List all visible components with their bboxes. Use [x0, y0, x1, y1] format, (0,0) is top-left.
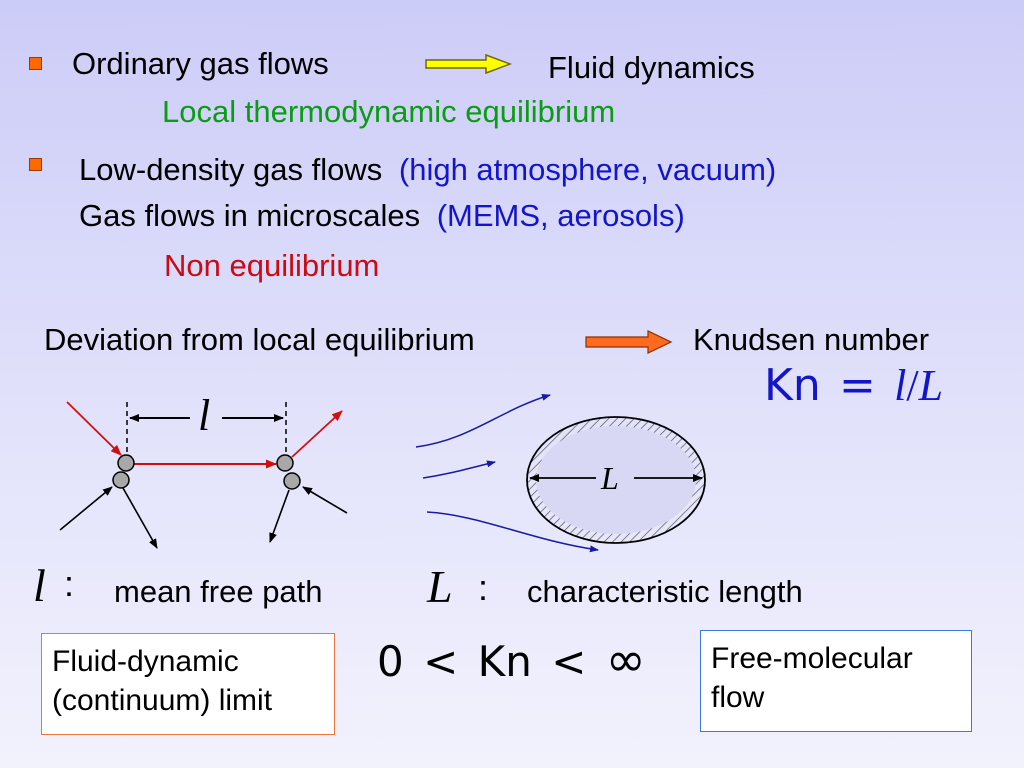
- free-molecular-box: Free-molecular flow: [700, 630, 972, 732]
- kn-range-expression: 0 < Kn < ∞: [377, 636, 646, 684]
- def-l-colon: :: [64, 563, 75, 604]
- range-infinity: ∞: [605, 632, 646, 688]
- bullet-square-icon: [29, 57, 42, 70]
- formula-kn: Kn: [764, 360, 821, 411]
- continuum-box-line1: Fluid-dynamic: [52, 645, 239, 678]
- local-equilibrium-text: Local thermodynamic equilibrium: [162, 94, 616, 129]
- diagram-l-symbol: l: [198, 391, 211, 440]
- microscales-text: Gas flows in microscales (MEMS, aerosols…: [79, 200, 685, 231]
- characteristic-length-text: characteristic length: [527, 574, 803, 609]
- def-l-symbol: l: [33, 560, 46, 611]
- low-density-text: Low-density gas flows (high atmosphere, …: [79, 154, 776, 185]
- formula-slash: /: [906, 361, 919, 410]
- range-lt-1: <: [423, 637, 459, 686]
- non-equilibrium-text: Non equilibrium: [164, 248, 380, 283]
- range-lt-2: <: [551, 637, 587, 686]
- free-molecular-box-line1: Free-molecular: [711, 642, 913, 675]
- mems-label: (MEMS, aerosols): [436, 198, 685, 233]
- high-atmosphere-label: (high atmosphere, vacuum): [398, 152, 777, 187]
- formula-L: L: [918, 361, 944, 410]
- continuum-box-line2: (continuum) limit: [52, 684, 273, 717]
- continuum-limit-box: Fluid-dynamic (continuum) limit: [41, 633, 335, 735]
- def-L-symbol: L: [427, 561, 453, 612]
- formula-l: l: [894, 361, 907, 410]
- fluid-dynamics-text: Fluid dynamics: [548, 50, 755, 85]
- low-density-label: Low-density gas flows: [79, 152, 383, 187]
- ordinary-gas-flows-text: Ordinary gas flows: [72, 46, 329, 81]
- diagram-L-symbol: L: [601, 460, 619, 496]
- knudsen-number-text: Knudsen number: [693, 322, 930, 357]
- range-kn: Kn: [477, 637, 532, 686]
- knudsen-formula: Kn = l/L: [764, 364, 943, 408]
- mean-free-path-text: mean free path: [114, 574, 323, 609]
- free-molecular-box-line2: flow: [711, 681, 765, 714]
- def-L-colon: :: [478, 567, 489, 608]
- bullet-square-icon: [29, 158, 42, 171]
- formula-equals: =: [838, 360, 876, 411]
- deviation-text: Deviation from local equilibrium: [44, 322, 475, 357]
- range-zero: 0: [377, 637, 404, 686]
- microscales-label: Gas flows in microscales: [79, 198, 421, 233]
